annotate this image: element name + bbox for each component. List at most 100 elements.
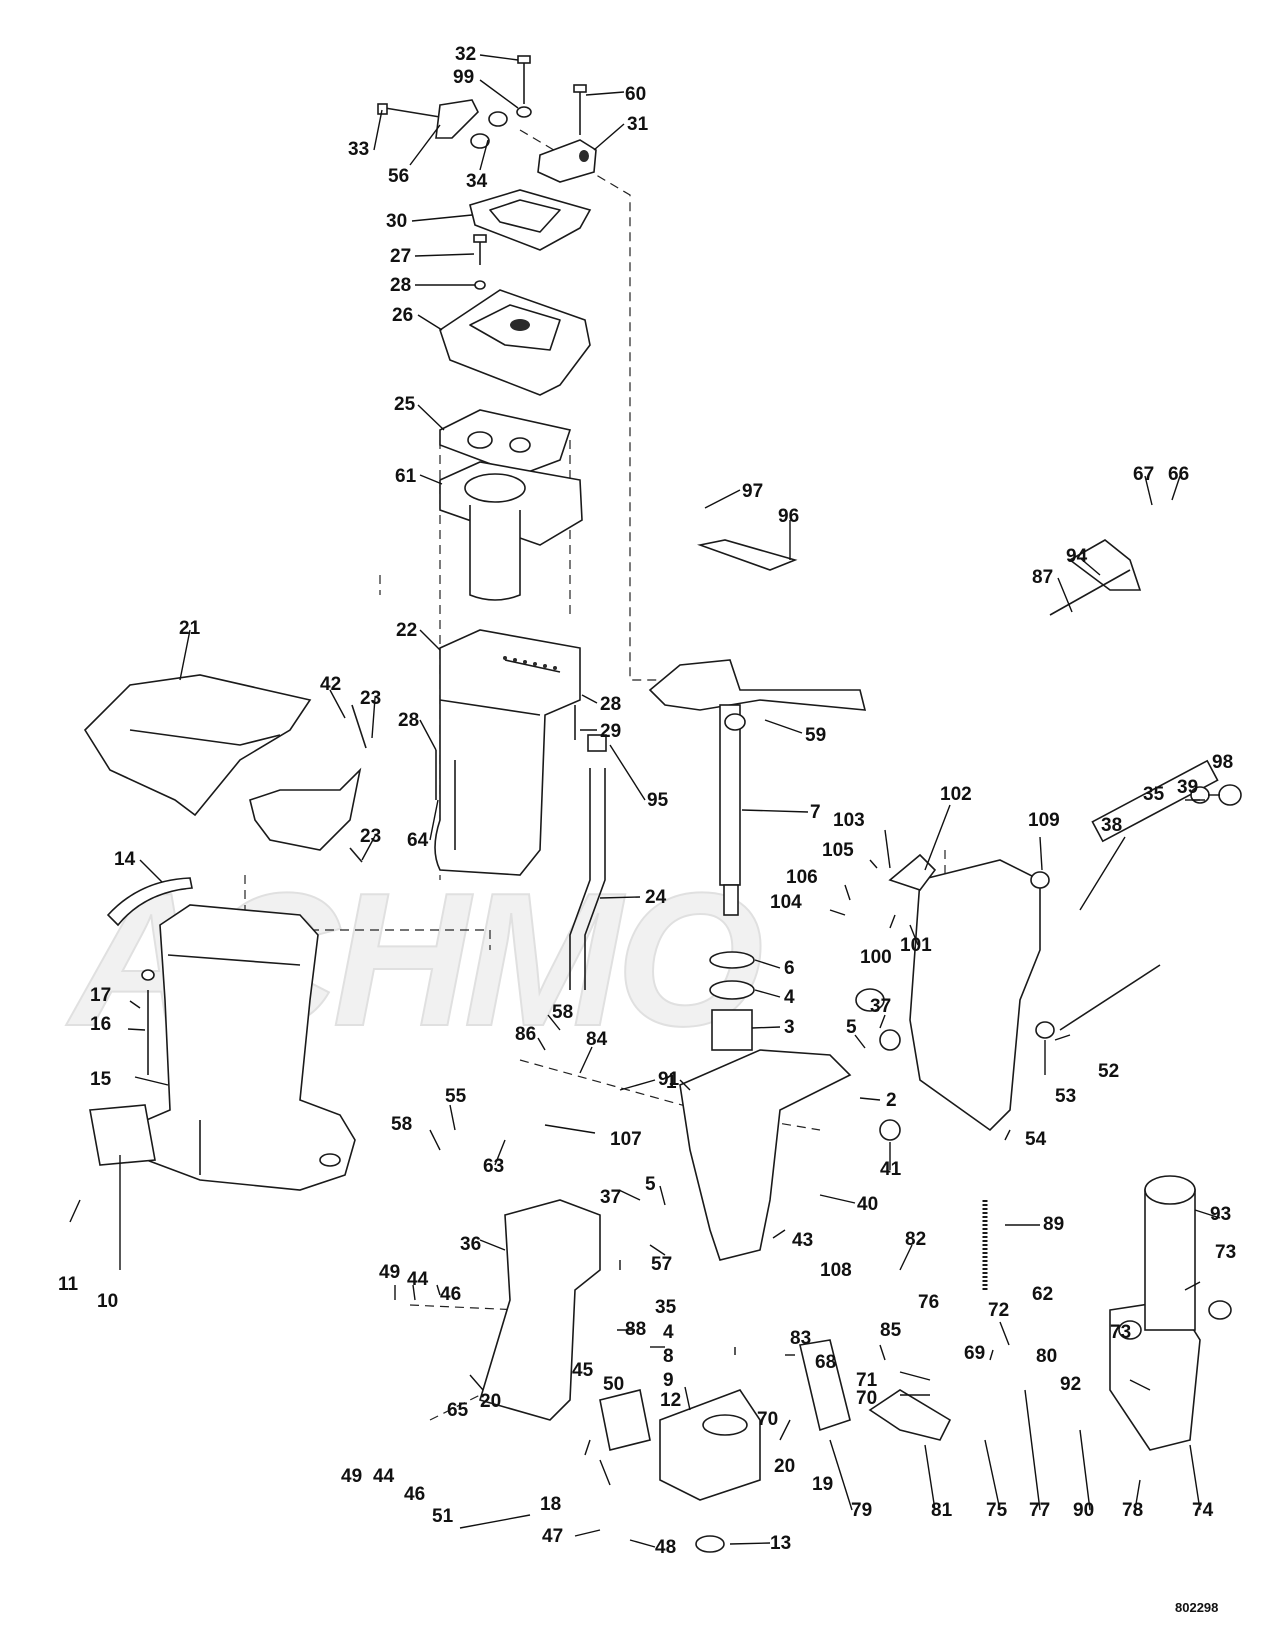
callout-86: 86 xyxy=(515,1024,536,1045)
callout-23b: 23 xyxy=(360,826,381,847)
callout-50: 50 xyxy=(603,1374,624,1395)
callout-97: 97 xyxy=(742,481,763,502)
callout-54: 54 xyxy=(1025,1129,1047,1150)
callout-75: 75 xyxy=(986,1500,1008,1521)
callout-36: 36 xyxy=(460,1234,481,1255)
callout-93: 93 xyxy=(1210,1204,1231,1225)
callout-4a: 4 xyxy=(784,987,795,1008)
callout-77: 77 xyxy=(1029,1500,1050,1521)
callout-44a: 44 xyxy=(407,1269,429,1290)
callout-58a: 58 xyxy=(552,1002,573,1023)
callout-45: 45 xyxy=(572,1360,594,1381)
callout-14: 14 xyxy=(114,849,136,870)
callout-16: 16 xyxy=(90,1014,111,1035)
callout-72: 72 xyxy=(988,1300,1009,1321)
callout-89: 89 xyxy=(1043,1214,1064,1235)
callout-35a: 35 xyxy=(1143,784,1165,805)
callout-40: 40 xyxy=(857,1194,878,1215)
callout-67: 67 xyxy=(1133,464,1154,485)
callout-71: 71 xyxy=(856,1370,878,1391)
callout-21: 21 xyxy=(179,618,201,639)
leader-lines xyxy=(69,54,1221,1548)
callout-104: 104 xyxy=(770,892,802,913)
exhaust-housing xyxy=(434,629,607,990)
callout-27: 27 xyxy=(390,246,411,267)
callout-43: 43 xyxy=(792,1230,813,1251)
callout-2: 2 xyxy=(886,1090,897,1111)
callout-69: 69 xyxy=(964,1343,985,1364)
lower-covers xyxy=(83,674,367,927)
callout-101: 101 xyxy=(900,935,932,956)
callout-70b: 70 xyxy=(757,1409,778,1430)
callout-63: 63 xyxy=(483,1156,504,1177)
callout-46a: 46 xyxy=(440,1284,461,1305)
callout-49a: 49 xyxy=(379,1262,400,1283)
callout-10: 10 xyxy=(97,1291,118,1312)
callout-105: 105 xyxy=(822,840,854,861)
callout-81: 81 xyxy=(931,1500,953,1521)
callout-108: 108 xyxy=(820,1260,852,1281)
callout-95: 95 xyxy=(647,790,669,811)
callout-3: 3 xyxy=(784,1017,795,1038)
callout-7: 7 xyxy=(810,802,821,823)
callout-96: 96 xyxy=(778,506,799,527)
callout-58b: 58 xyxy=(391,1114,412,1135)
callout-9: 9 xyxy=(663,1370,674,1391)
swivel-and-stern-brackets xyxy=(479,759,1242,1421)
callout-12: 12 xyxy=(660,1390,681,1411)
callout-74: 74 xyxy=(1192,1500,1214,1521)
callout-88: 88 xyxy=(625,1319,646,1340)
callout-107: 107 xyxy=(610,1129,642,1150)
callout-65: 65 xyxy=(447,1400,469,1421)
callout-102: 102 xyxy=(940,784,972,805)
callout-35b: 35 xyxy=(655,1297,677,1318)
steering-shaft xyxy=(648,539,1142,1051)
callout-60: 60 xyxy=(625,84,646,105)
callout-90: 90 xyxy=(1073,1500,1094,1521)
callout-4b: 4 xyxy=(663,1322,674,1343)
callout-23a: 23 xyxy=(360,688,381,709)
callout-20a: 20 xyxy=(480,1391,501,1412)
callout-31: 31 xyxy=(627,114,649,135)
callout-83: 83 xyxy=(790,1328,811,1349)
callout-39: 39 xyxy=(1177,777,1198,798)
callout-85: 85 xyxy=(880,1320,902,1341)
callout-28c: 28 xyxy=(398,710,419,731)
callout-51: 51 xyxy=(432,1506,454,1527)
callout-80: 80 xyxy=(1036,1346,1057,1367)
callout-5a: 5 xyxy=(846,1017,857,1038)
upper-mount-parts xyxy=(377,55,597,601)
callout-19: 19 xyxy=(812,1474,833,1495)
callout-22: 22 xyxy=(396,620,417,641)
callout-68: 68 xyxy=(815,1352,836,1373)
callout-28b: 28 xyxy=(600,694,621,715)
callout-84: 84 xyxy=(586,1029,608,1050)
callout-92: 92 xyxy=(1060,1374,1081,1395)
callout-61: 61 xyxy=(395,466,417,487)
callout-37a: 37 xyxy=(870,996,891,1017)
callout-44b: 44 xyxy=(373,1466,395,1487)
callout-48: 48 xyxy=(655,1537,676,1558)
callout-15: 15 xyxy=(90,1069,112,1090)
callout-1: 1 xyxy=(666,1072,677,1093)
callout-28a: 28 xyxy=(390,275,411,296)
callout-100: 100 xyxy=(860,947,892,968)
callout-64: 64 xyxy=(407,830,429,851)
callout-5b: 5 xyxy=(645,1174,656,1195)
callout-66: 66 xyxy=(1168,464,1189,485)
callout-20b: 20 xyxy=(774,1456,795,1477)
callout-76: 76 xyxy=(918,1292,939,1313)
callout-53: 53 xyxy=(1055,1086,1076,1107)
callout-13: 13 xyxy=(770,1533,791,1554)
drive-shaft-housing xyxy=(89,904,356,1191)
callout-26: 26 xyxy=(392,305,413,326)
callout-73a: 73 xyxy=(1215,1242,1236,1263)
callout-103: 103 xyxy=(833,810,865,831)
callout-24: 24 xyxy=(645,887,667,908)
callout-42: 42 xyxy=(320,674,341,695)
callout-37b: 37 xyxy=(600,1187,621,1208)
callout-78: 78 xyxy=(1122,1500,1143,1521)
callout-98: 98 xyxy=(1212,752,1233,773)
callout-62: 62 xyxy=(1032,1284,1053,1305)
